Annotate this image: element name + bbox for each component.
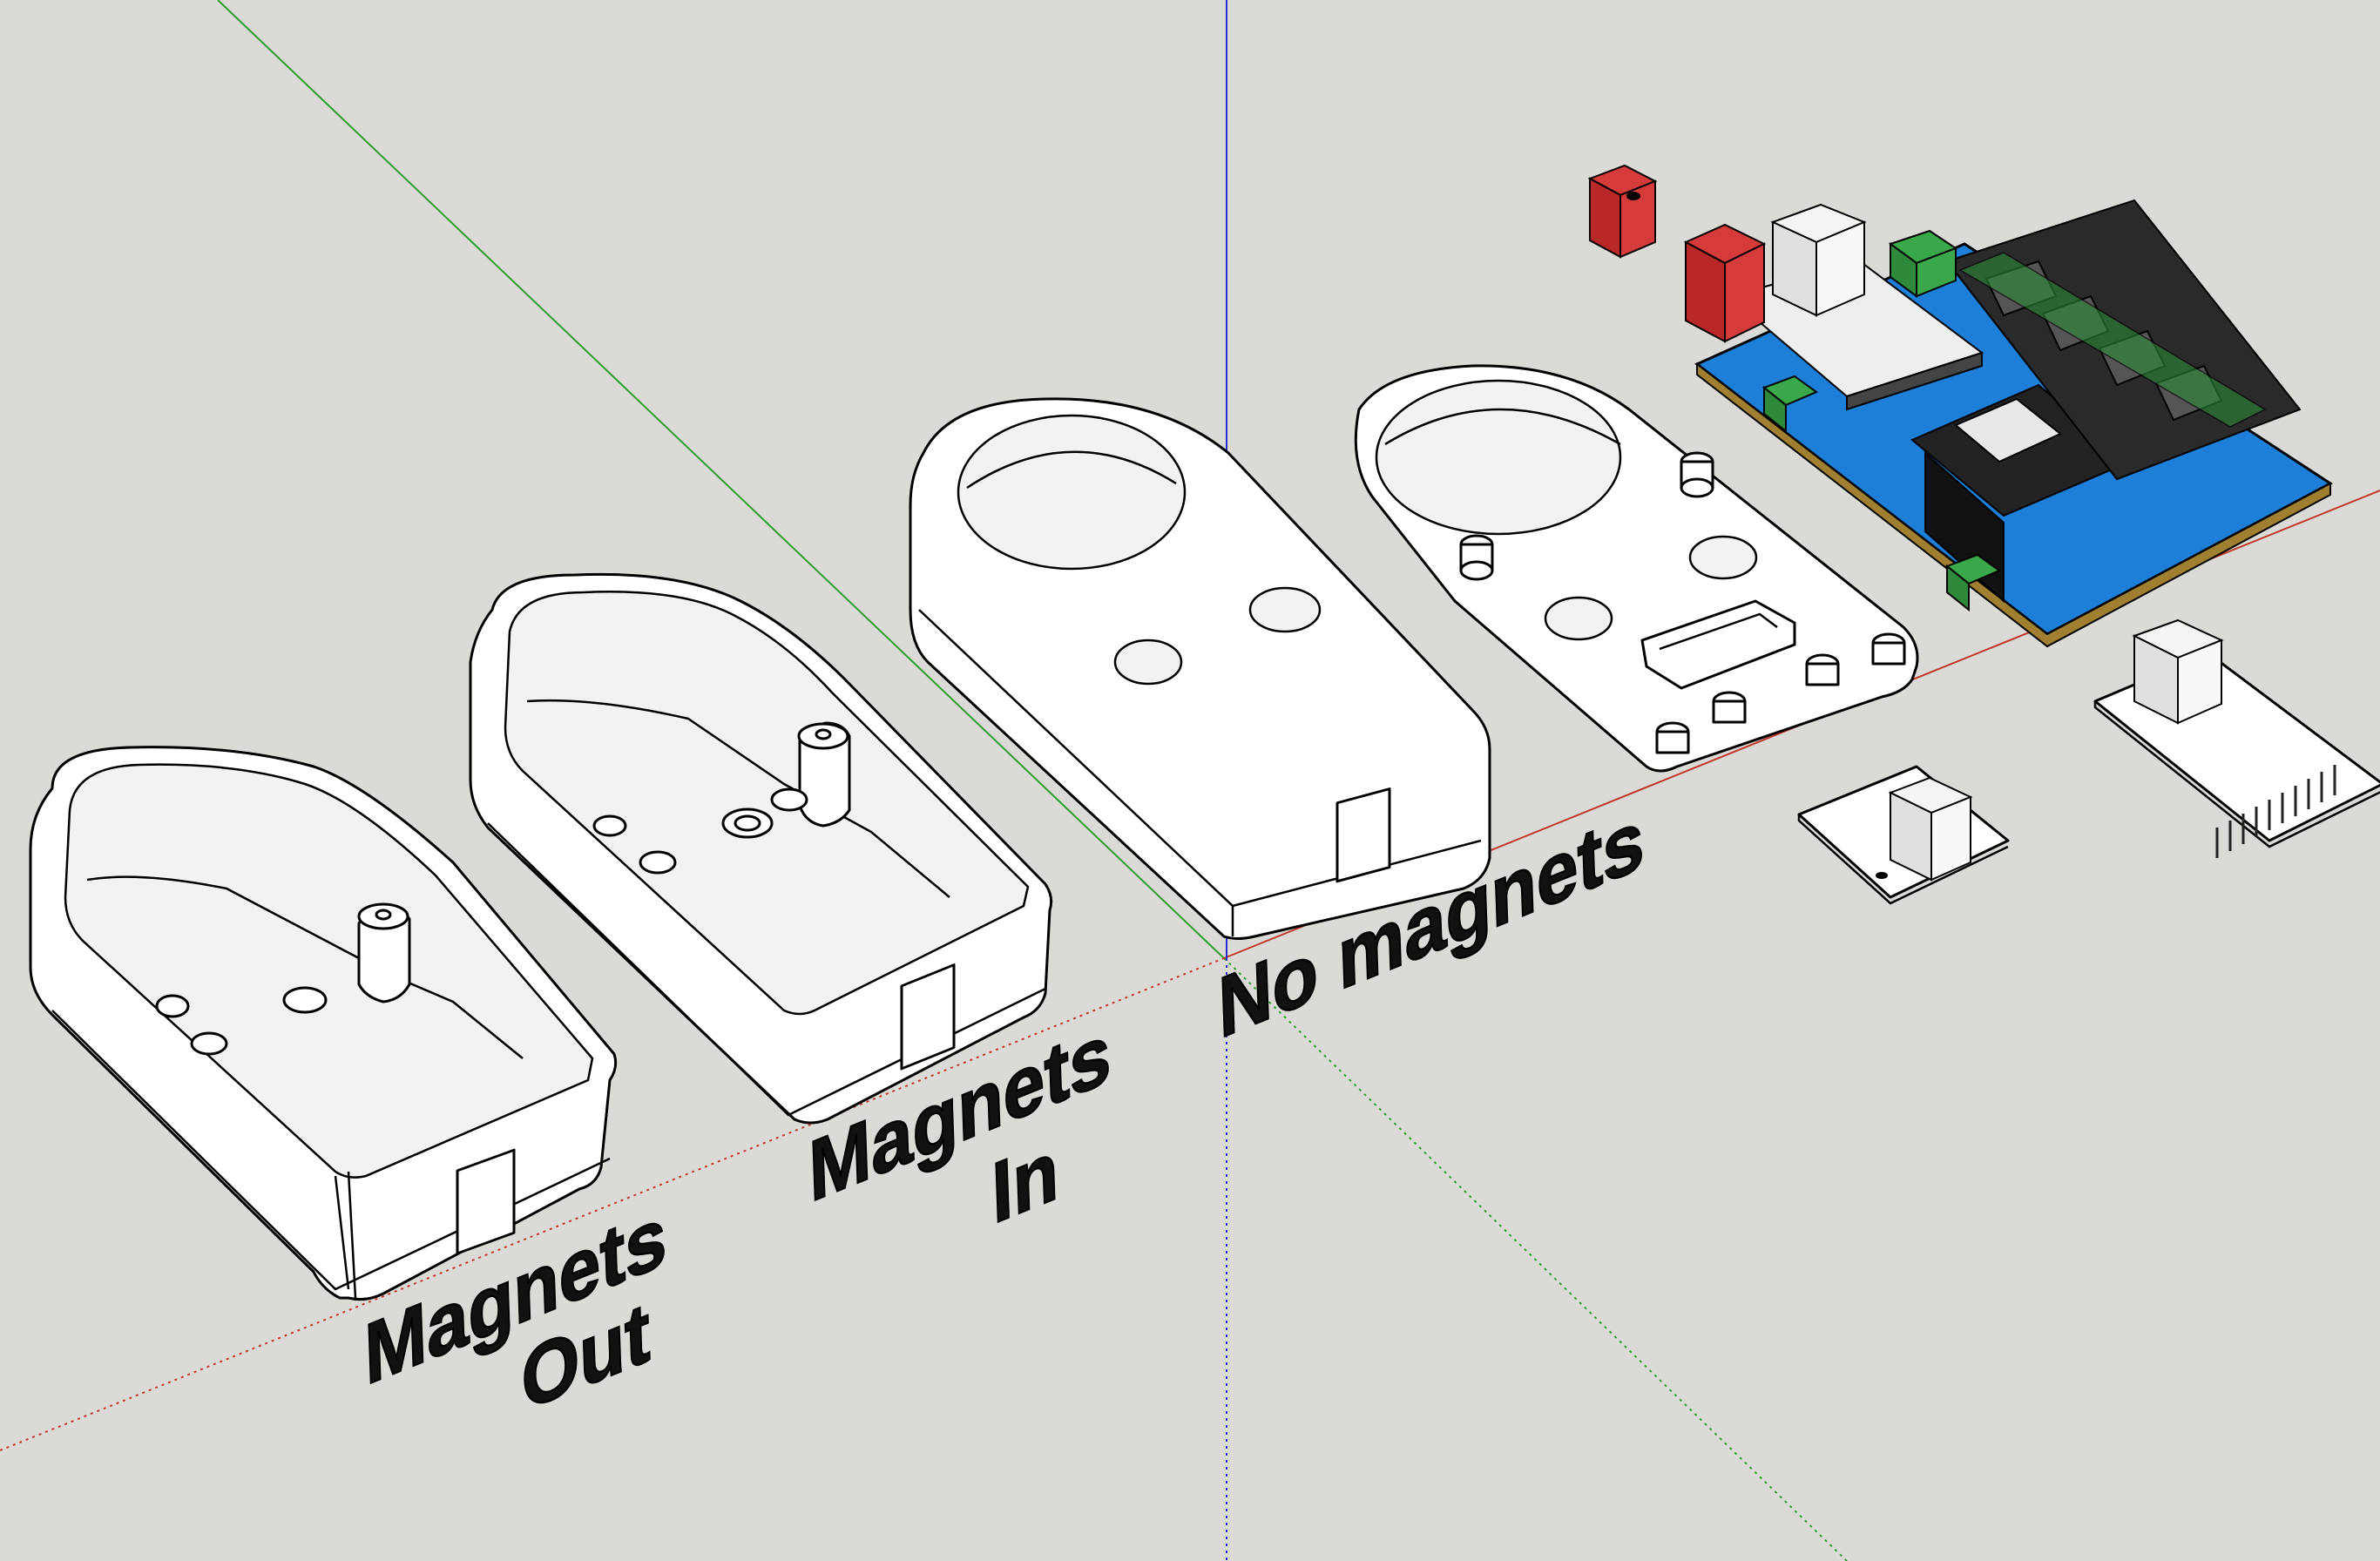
breakout-board[interactable]: [2093, 618, 2380, 858]
enclosure-base-magnets-out[interactable]: [29, 746, 618, 1301]
jack-cube: [1770, 203, 1867, 317]
mounting-plate[interactable]: [1354, 364, 1919, 773]
jack-module[interactable]: [1797, 765, 2010, 905]
enclosure-lid[interactable]: [909, 397, 1491, 940]
controller-board[interactable]: [1683, 199, 2333, 648]
terminal-block: [1761, 229, 2002, 612]
enclosure-base-magnets-in[interactable]: [469, 572, 1053, 1125]
standoffs: [1459, 451, 1906, 754]
green-axis-dotted: [1223, 957, 1848, 1561]
red-connector-loose[interactable]: [1587, 164, 1658, 259]
green-axis: [217, 0, 1225, 959]
red-connector: [1683, 223, 1767, 343]
stepper-drivers: [1945, 199, 2302, 481]
header-pins: [2215, 765, 2336, 858]
